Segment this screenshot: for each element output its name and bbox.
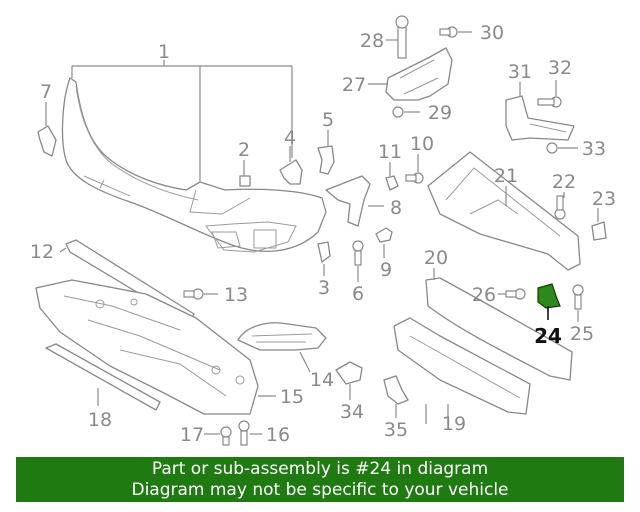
part-6-bolt xyxy=(352,240,364,266)
part-18-strip xyxy=(45,343,161,411)
notice-banner: Part or sub-assembly is #24 in diagram D… xyxy=(16,457,624,502)
part-11-clip xyxy=(385,175,399,191)
part-2-clip xyxy=(239,175,251,187)
part-16-bolt xyxy=(238,420,250,446)
part-10-screw xyxy=(405,172,424,184)
callout-29: 29 xyxy=(428,102,452,124)
callout-31: 31 xyxy=(508,61,532,83)
part-32-screw xyxy=(537,96,562,108)
part-33-nut xyxy=(546,142,558,154)
part-24-bracket-highlighted xyxy=(537,283,561,309)
callout-35: 35 xyxy=(384,419,408,441)
part-28-bolt xyxy=(395,15,409,59)
callout-3: 3 xyxy=(318,277,330,299)
callout-11: 11 xyxy=(378,141,402,163)
part-26-screw xyxy=(505,288,526,300)
callout-5: 5 xyxy=(322,109,334,131)
part-35-sensor xyxy=(383,375,409,405)
callout-9: 9 xyxy=(380,259,392,281)
part-22-screw xyxy=(554,195,566,220)
banner-line-disclaimer: Diagram may not be specific to your vehi… xyxy=(131,480,509,500)
part-5-clip xyxy=(317,145,335,175)
callout-4: 4 xyxy=(284,127,296,149)
banner-line-part: Part or sub-assembly is #24 in diagram xyxy=(151,459,489,479)
callout-32: 32 xyxy=(548,57,572,79)
part-23-clip xyxy=(591,221,607,241)
callout-27: 27 xyxy=(342,74,366,96)
callout-12: 12 xyxy=(30,241,54,263)
part-20-absorber xyxy=(425,277,573,381)
callout-21: 21 xyxy=(494,165,518,187)
part-4-bracket xyxy=(279,159,303,185)
part-30-screw xyxy=(439,26,458,38)
callout-7: 7 xyxy=(40,81,52,103)
callout-8: 8 xyxy=(390,197,402,219)
part-14-fog-light xyxy=(237,322,327,351)
callout-15: 15 xyxy=(280,386,304,408)
part-31-bracket xyxy=(505,95,575,141)
callout-30: 30 xyxy=(480,22,504,44)
part-15-underbody-panel xyxy=(35,279,259,415)
callout-25: 25 xyxy=(570,323,594,345)
part-19-absorber xyxy=(393,317,531,415)
callout-13: 13 xyxy=(224,284,248,306)
part-34-sensor xyxy=(335,361,363,385)
callout-labels: 1 2 3 4 5 6 7 8 9 10 11 12 13 14 15 16 1… xyxy=(30,22,616,446)
callout-19: 19 xyxy=(442,413,466,435)
callout-1: 1 xyxy=(158,41,170,63)
callout-28: 28 xyxy=(360,30,384,52)
callout-20: 20 xyxy=(424,247,448,269)
part-27-bracket xyxy=(385,47,453,101)
callout-18: 18 xyxy=(88,409,112,431)
callout-6: 6 xyxy=(352,283,364,305)
callout-10: 10 xyxy=(410,133,434,155)
part-1-bumper-cover xyxy=(61,77,327,253)
callout-26: 26 xyxy=(472,284,496,306)
part-8-guide-bracket xyxy=(325,175,371,227)
callout-33: 33 xyxy=(582,138,606,160)
leader-lines xyxy=(45,31,599,435)
callout-23: 23 xyxy=(592,188,616,210)
part-9-clip xyxy=(375,227,393,243)
callout-16: 16 xyxy=(266,424,290,446)
part-21-carrier xyxy=(427,151,581,271)
callout-14: 14 xyxy=(310,369,334,391)
part-25-bolt xyxy=(572,284,584,310)
callout-24-highlighted: 24 xyxy=(534,324,562,348)
part-3-clip xyxy=(317,241,331,263)
callout-2: 2 xyxy=(238,139,250,161)
callout-22: 22 xyxy=(552,171,576,193)
callout-34: 34 xyxy=(340,401,364,423)
part-7-clip xyxy=(37,125,57,157)
part-13-screw xyxy=(183,288,204,300)
part-17-bolt xyxy=(220,426,232,446)
callout-17: 17 xyxy=(180,424,204,446)
part-29-nut xyxy=(392,106,404,118)
